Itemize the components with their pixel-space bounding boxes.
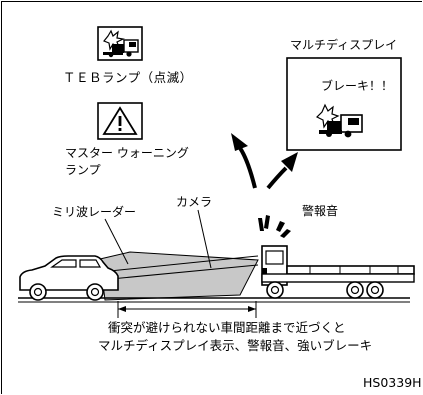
sound-wave-icon [258,215,291,238]
radar-label: ミリ波レーダー [52,205,137,219]
multi-display-title: マルチディスプレイ [290,38,398,52]
brake-message: ブレーキ！！ [321,79,394,93]
warning-triangle-icon [97,102,143,140]
road-surface [18,297,410,303]
arrow-to-lamps [231,133,257,189]
own-vehicle-car [19,255,119,301]
caption-line-1: 衝突が避けられない車間距離まで近づくと [108,320,346,335]
collision-car-icon [315,103,363,138]
distance-dimension [117,301,257,318]
figure-id: HS0339H [363,375,422,390]
multi-display-panel [286,57,402,151]
camera-label: カメラ [176,195,213,209]
camera-leader-line [197,209,212,269]
sensor-field [99,251,259,301]
master-warning-label-line2: ランプ [65,163,101,177]
master-warning-label: マスター ウォーニング [65,146,189,160]
truck-ahead [261,245,415,299]
warning-sound-label: 警報音 [302,204,339,218]
collision-warning-lamp-icon [97,26,143,61]
radar-leader-line [104,218,129,265]
caption-line-2: マルチディスプレイ表示、警報音、強いブレーキ [98,338,373,353]
arrow-to-display [266,152,298,190]
teb-lamp-label: ＴＥＢランプ（点滅） [63,70,193,85]
